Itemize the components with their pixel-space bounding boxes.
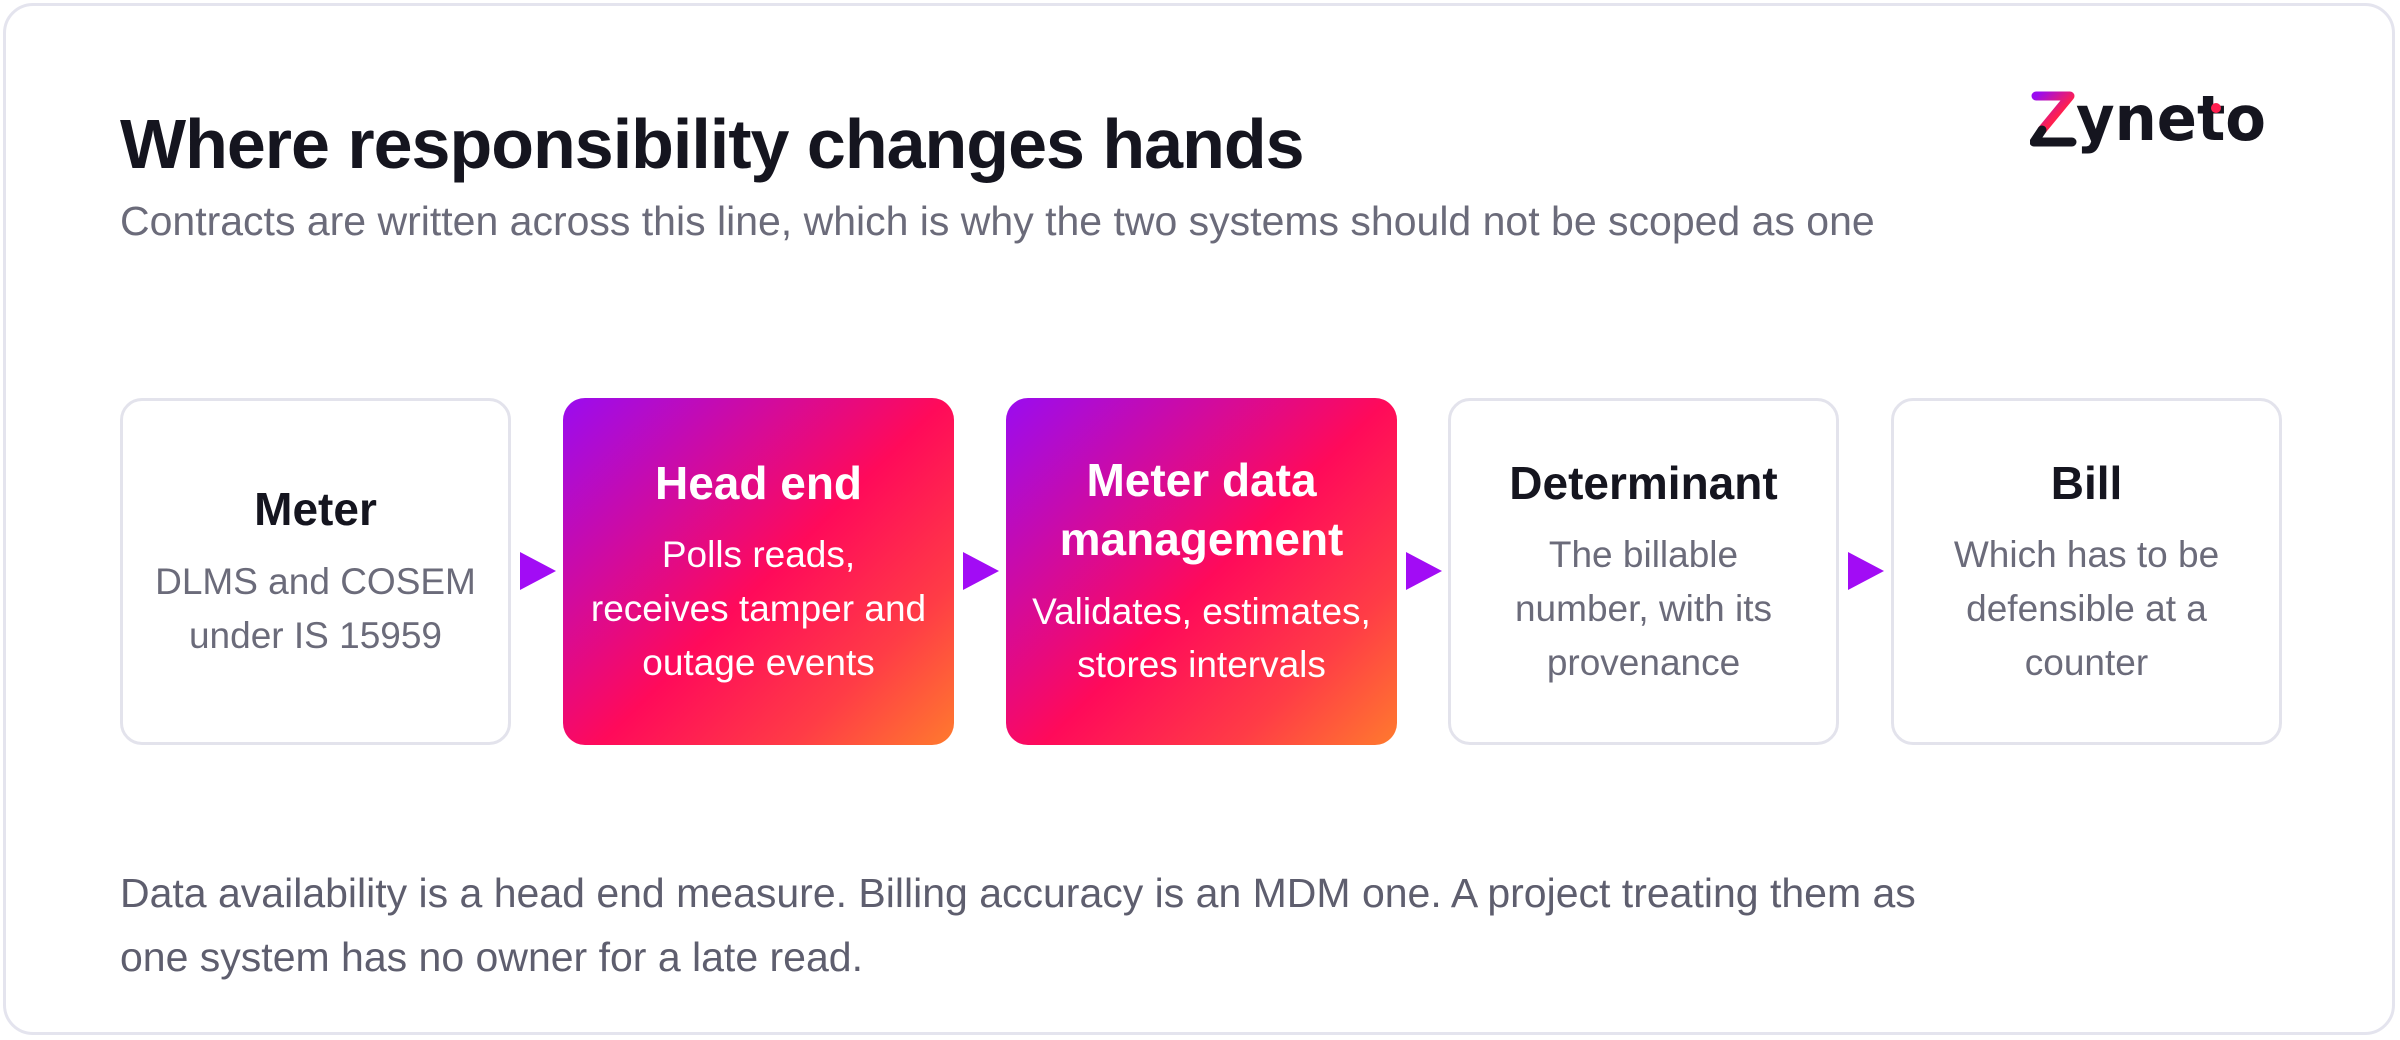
step-description: Validates, estimates, stores intervals — [1032, 590, 1371, 686]
logo-z-accent — [2031, 91, 2075, 135]
logo-wordmark: yneto — [2076, 86, 2266, 155]
step-title: Determinant — [1509, 456, 1778, 509]
step-bill: Bill Which has to be defensible at a cou… — [1891, 398, 2282, 745]
step-description: The billable number, with its provenance — [1514, 534, 1773, 683]
responsibility-flow: Meter DLMS and COSEM under IS 15959 Head… — [120, 398, 2282, 745]
step-meter-data-management: Meter data management Validates, estimat… — [1006, 398, 1397, 745]
logo-z-base — [2030, 125, 2077, 147]
flow-arrow-icon — [1848, 552, 1884, 590]
step-description: DLMS and COSEM under IS 15959 — [155, 561, 476, 656]
step-description: Which has to be defensible at a counter — [1953, 534, 2220, 683]
logo-dot — [2211, 103, 2221, 113]
step-description: Polls reads, receives tamper and outage … — [590, 534, 927, 683]
flow-arrow-icon — [1406, 552, 1442, 590]
zyneto-logo: yneto — [2030, 86, 2266, 155]
step-title: Meter data management — [1059, 453, 1344, 565]
step-head-end: Head end Polls reads, receives tamper an… — [563, 398, 954, 745]
step-title: Meter — [254, 483, 377, 536]
step-title: Bill — [2050, 456, 2123, 509]
page-subtitle: Contracts are written across this line, … — [120, 198, 1875, 244]
footnote-text: Data availability is a head end measure.… — [120, 870, 1916, 980]
flow-arrow-icon — [963, 552, 999, 590]
step-meter: Meter DLMS and COSEM under IS 15959 — [120, 398, 511, 745]
flow-arrow-icon — [520, 552, 556, 590]
page-title: Where responsibility changes hands — [120, 105, 1305, 183]
step-determinant: Determinant The billable number, with it… — [1448, 398, 1839, 745]
step-title: Head end — [654, 456, 863, 509]
